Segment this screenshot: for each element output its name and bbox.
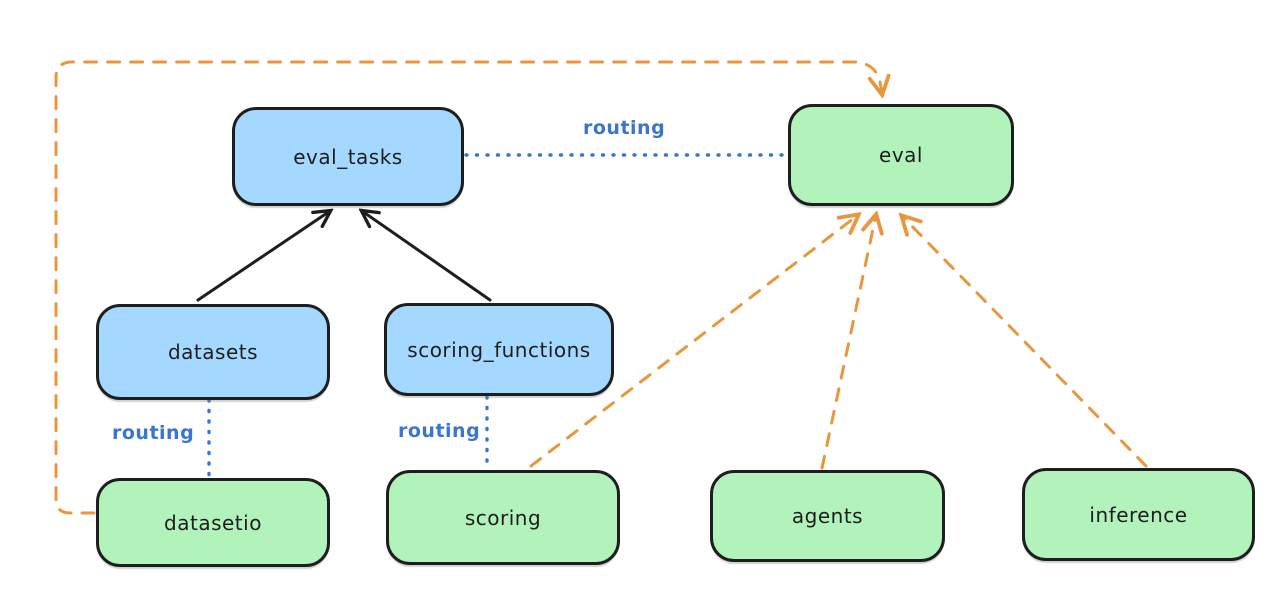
edge-inference-to-eval-arrow — [902, 216, 1148, 468]
node-datasetio: datasetio — [96, 478, 330, 567]
node-datasets: datasets — [96, 304, 330, 400]
edge-scoring-functions-to-eval-tasks-arrow — [362, 211, 492, 302]
node-scoring-functions-label: scoring_functions — [407, 337, 591, 362]
node-eval-tasks: eval_tasks — [232, 107, 464, 206]
edge-datasets-to-eval-tasks-arrow — [196, 211, 330, 302]
node-scoring-functions: scoring_functions — [384, 303, 614, 396]
node-datasetio-label: datasetio — [164, 510, 262, 535]
edge-label-routing-eval-tasks-eval: routing — [583, 117, 666, 139]
node-datasets-label: datasets — [167, 340, 259, 364]
node-agents: agents — [710, 470, 945, 562]
node-agents-label: agents — [791, 504, 864, 528]
node-scoring: scoring — [386, 470, 620, 565]
edge-agents-to-eval-arrow — [820, 215, 876, 470]
edge-label-routing-datasets-datasetio: routing — [112, 422, 195, 444]
node-inference: inference — [1022, 468, 1255, 561]
node-scoring-label: scoring — [464, 505, 542, 530]
edge-datasetio-to-eval-arrow — [54, 60, 882, 515]
edge-label-routing-scoring-functions-scoring: routing — [398, 420, 481, 442]
node-eval: eval — [788, 104, 1014, 206]
node-eval-tasks-label: eval_tasks — [293, 144, 403, 169]
node-eval-label: eval — [879, 143, 923, 167]
node-inference-label: inference — [1089, 502, 1188, 527]
